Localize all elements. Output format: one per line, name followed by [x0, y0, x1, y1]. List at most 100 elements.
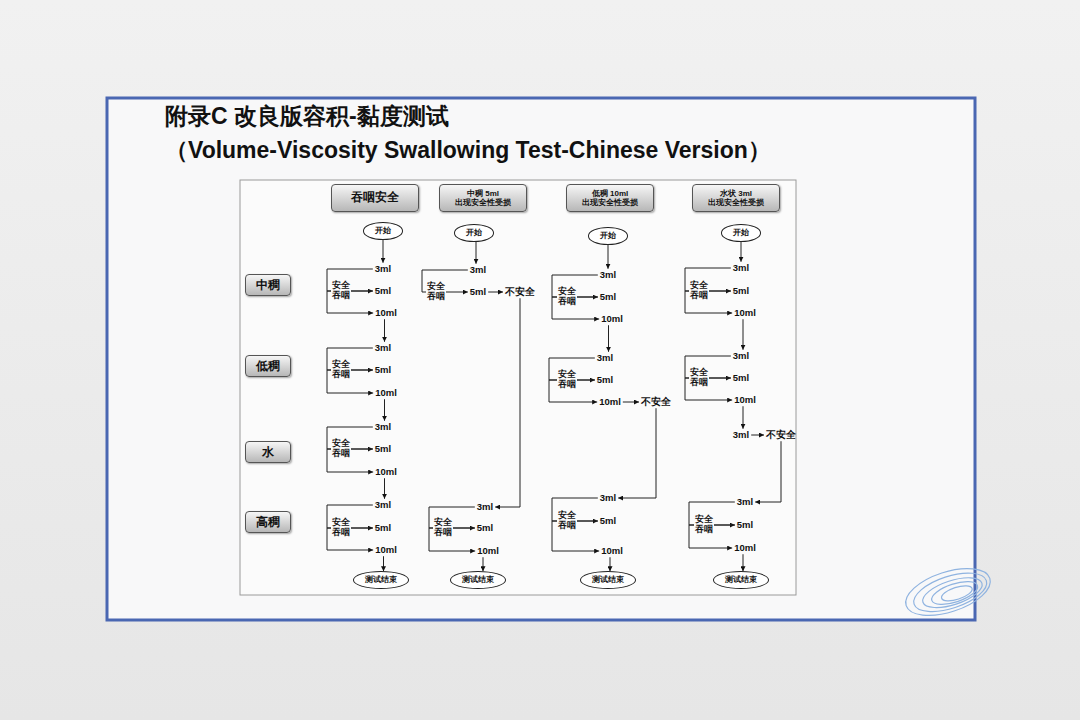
volume-step: 10ml	[475, 545, 501, 557]
row-label-box: 中稠	[245, 274, 291, 296]
volume-step: 10ml	[599, 545, 625, 557]
terminal-oval: 测试结束	[450, 571, 506, 589]
safe-swallow-label: 安全 吞咽	[557, 287, 577, 307]
safe-swallow-label: 安全 吞咽	[426, 282, 446, 302]
node-text: 10ml	[734, 308, 756, 318]
flow-arrow	[755, 441, 781, 502]
diagram-frame	[240, 180, 796, 595]
volume-step: 3ml	[731, 429, 751, 441]
volume-step: 5ml	[598, 291, 618, 303]
node-text: 5ml	[733, 373, 749, 383]
node-text: 5ml	[600, 516, 616, 526]
flow-arrow	[476, 242, 477, 264]
swirl-ring	[940, 583, 974, 604]
node-text: 5ml	[375, 286, 391, 296]
node-text: 10ml	[375, 545, 397, 555]
node-text: 3ml	[597, 353, 613, 363]
flow-arrow	[488, 292, 503, 293]
terminal-oval: 开始	[363, 222, 403, 240]
terminal-oval: 测试结束	[580, 571, 636, 589]
volume-step: 3ml	[595, 352, 615, 364]
node-text: 中稠	[256, 277, 280, 294]
safe-swallow-label: 安全 吞咽	[694, 515, 714, 535]
volume-step: 3ml	[373, 263, 393, 275]
node-text: 10ml	[734, 395, 756, 405]
volume-step: 10ml	[599, 313, 625, 325]
flow-arrow	[495, 298, 520, 507]
safe-swallow-label: 安全 吞咽	[689, 281, 709, 301]
safe-swallow-label: 安全 吞咽	[331, 518, 351, 538]
node-text: 10ml	[375, 308, 397, 318]
node-text: 3ml	[733, 263, 749, 273]
node-text: 5ml	[470, 287, 486, 297]
safe-swallow-label: 安全 吞咽	[331, 281, 351, 301]
flow-arrow	[384, 478, 385, 499]
volume-step: 3ml	[373, 499, 393, 511]
node-text: 不安全	[641, 397, 671, 407]
node-text: 10ml	[477, 546, 499, 556]
volume-step: 5ml	[373, 443, 393, 455]
node-text: 测试结束	[365, 575, 397, 585]
volume-step: 5ml	[735, 519, 755, 531]
terminal-oval: 开始	[454, 224, 494, 242]
flow-arrow	[483, 557, 484, 571]
swirl-ring	[919, 572, 985, 614]
safe-swallow-label: 安全 吞咽	[331, 360, 351, 380]
node-text: 10ml	[599, 397, 621, 407]
node-text: 中稠 5ml 出现安全性受损	[444, 189, 522, 207]
node-text: 5ml	[597, 375, 613, 385]
header-box: 低稠 10ml 出现安全性受损	[566, 184, 654, 212]
node-text: 3ml	[600, 493, 616, 503]
volume-step: 3ml	[468, 264, 488, 276]
flow-arrow	[743, 319, 744, 350]
node-text: 5ml	[375, 365, 391, 375]
volume-step: 10ml	[373, 387, 399, 399]
node-text: 5ml	[733, 286, 749, 296]
flow-arrow	[608, 245, 609, 269]
flow-arrow	[741, 242, 742, 262]
node-text: 3ml	[470, 265, 486, 275]
node-text: 吞咽安全	[351, 191, 399, 205]
node-text: 3ml	[375, 264, 391, 274]
volume-step: 5ml	[373, 522, 393, 534]
safe-swallow-label: 安全 吞咽	[433, 518, 453, 538]
flow-arrow	[383, 240, 384, 263]
node-text: 开始	[466, 228, 482, 238]
node-text: 5ml	[737, 520, 753, 530]
swirl-ring	[929, 577, 980, 609]
volume-step: 3ml	[598, 269, 618, 281]
flow-arrow	[383, 556, 384, 571]
volume-step: 10ml	[597, 396, 623, 408]
unsafe-outcome: 不安全	[639, 396, 673, 408]
flow-arrow	[384, 399, 385, 421]
node-text: 高稠	[256, 514, 280, 531]
node-text: 3ml	[600, 270, 616, 280]
unsafe-outcome: 不安全	[503, 286, 537, 298]
node-text: 不安全	[766, 430, 796, 440]
volume-step: 5ml	[595, 374, 615, 386]
volume-step: 10ml	[732, 542, 758, 554]
swirl-ring	[909, 565, 991, 619]
swirl-ring	[900, 559, 996, 624]
node-text: 开始	[375, 226, 391, 236]
volume-step: 3ml	[731, 350, 751, 362]
header-box: 水状 3ml 出现安全性受损	[692, 184, 780, 212]
volume-step: 5ml	[731, 372, 751, 384]
volume-step: 5ml	[373, 285, 393, 297]
node-text: 3ml	[737, 497, 753, 507]
row-label-box: 高稠	[245, 511, 291, 533]
decorative-swirl	[900, 559, 996, 624]
node-text: 测试结束	[462, 575, 494, 585]
volume-step: 5ml	[598, 515, 618, 527]
node-text: 测试结束	[725, 575, 757, 585]
unsafe-outcome: 不安全	[764, 429, 798, 441]
row-label-box: 低稠	[245, 355, 291, 377]
volume-step: 3ml	[731, 262, 751, 274]
node-text: 10ml	[375, 388, 397, 398]
flow-arrow	[384, 319, 385, 342]
node-text: 5ml	[375, 444, 391, 454]
node-text: 3ml	[733, 351, 749, 361]
flow-arrow	[623, 402, 639, 403]
slide-title: 附录C 改良版容积-黏度测试	[165, 101, 449, 132]
